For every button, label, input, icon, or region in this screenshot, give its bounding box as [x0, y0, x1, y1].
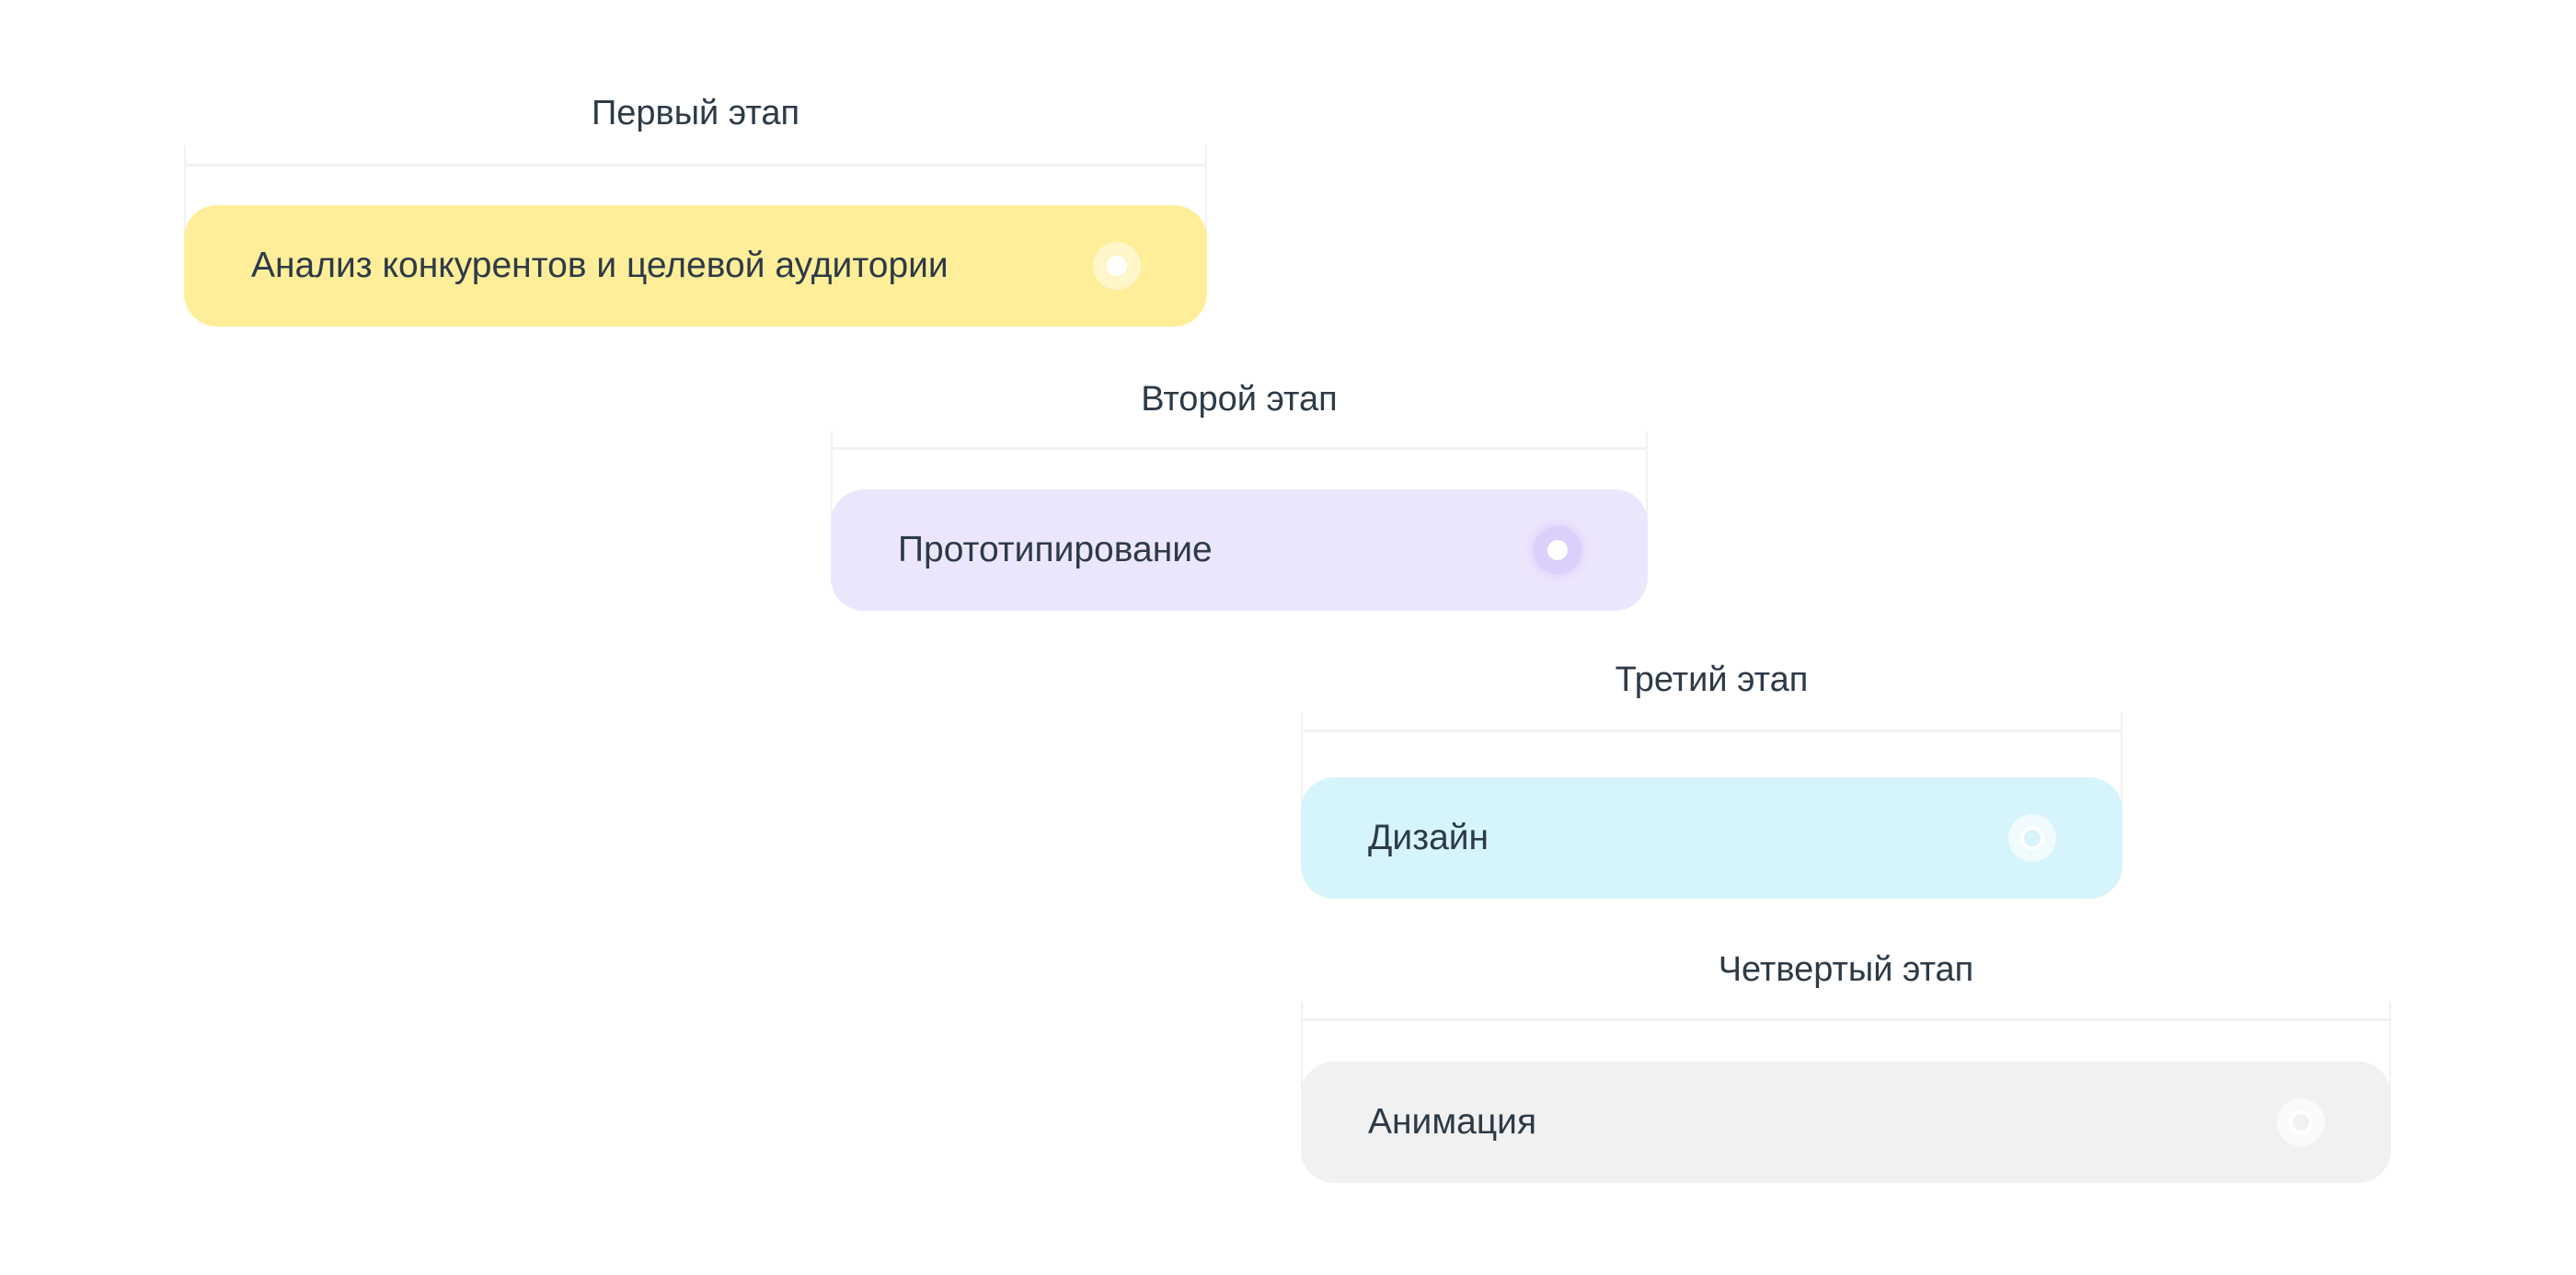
task-label: Анализ конкурентов и целевой аудитории: [251, 246, 949, 285]
stage-title: Второй этап: [1141, 380, 1338, 419]
stage-task[interactable]: Дизайн: [1301, 777, 2122, 899]
task-label: Прототипирование: [898, 530, 1213, 569]
stage-task[interactable]: Анимация: [1301, 1062, 2391, 1183]
stage-task[interactable]: Анализ конкурентов и целевой аудитории: [184, 205, 1207, 327]
stage-frame: [1301, 712, 2122, 865]
stage-frame: [184, 145, 1207, 293]
stage-frame: [831, 431, 1648, 579]
stage-frame: [1301, 1002, 2391, 1149]
stage-3: Третий этап Дизайн: [1301, 657, 2122, 902]
stage-1: Первый этап Анализ конкурентов и целевой…: [184, 90, 1207, 329]
divider: [831, 447, 1648, 450]
stage-task[interactable]: Прототипирование: [831, 489, 1648, 611]
divider: [1301, 729, 2122, 732]
stage-4: Четвертый этап Анимация: [1301, 947, 2391, 1186]
task-label: Дизайн: [1368, 818, 1489, 857]
radio-dot-icon[interactable]: [2277, 1098, 2325, 1146]
stage-title: Четвертый этап: [1718, 950, 1974, 989]
stage-title: Третий этап: [1615, 660, 1809, 699]
task-label: Анимация: [1368, 1102, 1537, 1142]
stage-title: Первый этап: [591, 94, 800, 132]
stage-2: Второй этап Прототипирование: [831, 376, 1648, 615]
divider: [1301, 1018, 2391, 1021]
radio-dot-icon[interactable]: [2008, 814, 2056, 862]
divider: [184, 164, 1207, 167]
radio-dot-icon[interactable]: [1534, 526, 1581, 574]
radio-dot-icon[interactable]: [1093, 242, 1141, 290]
